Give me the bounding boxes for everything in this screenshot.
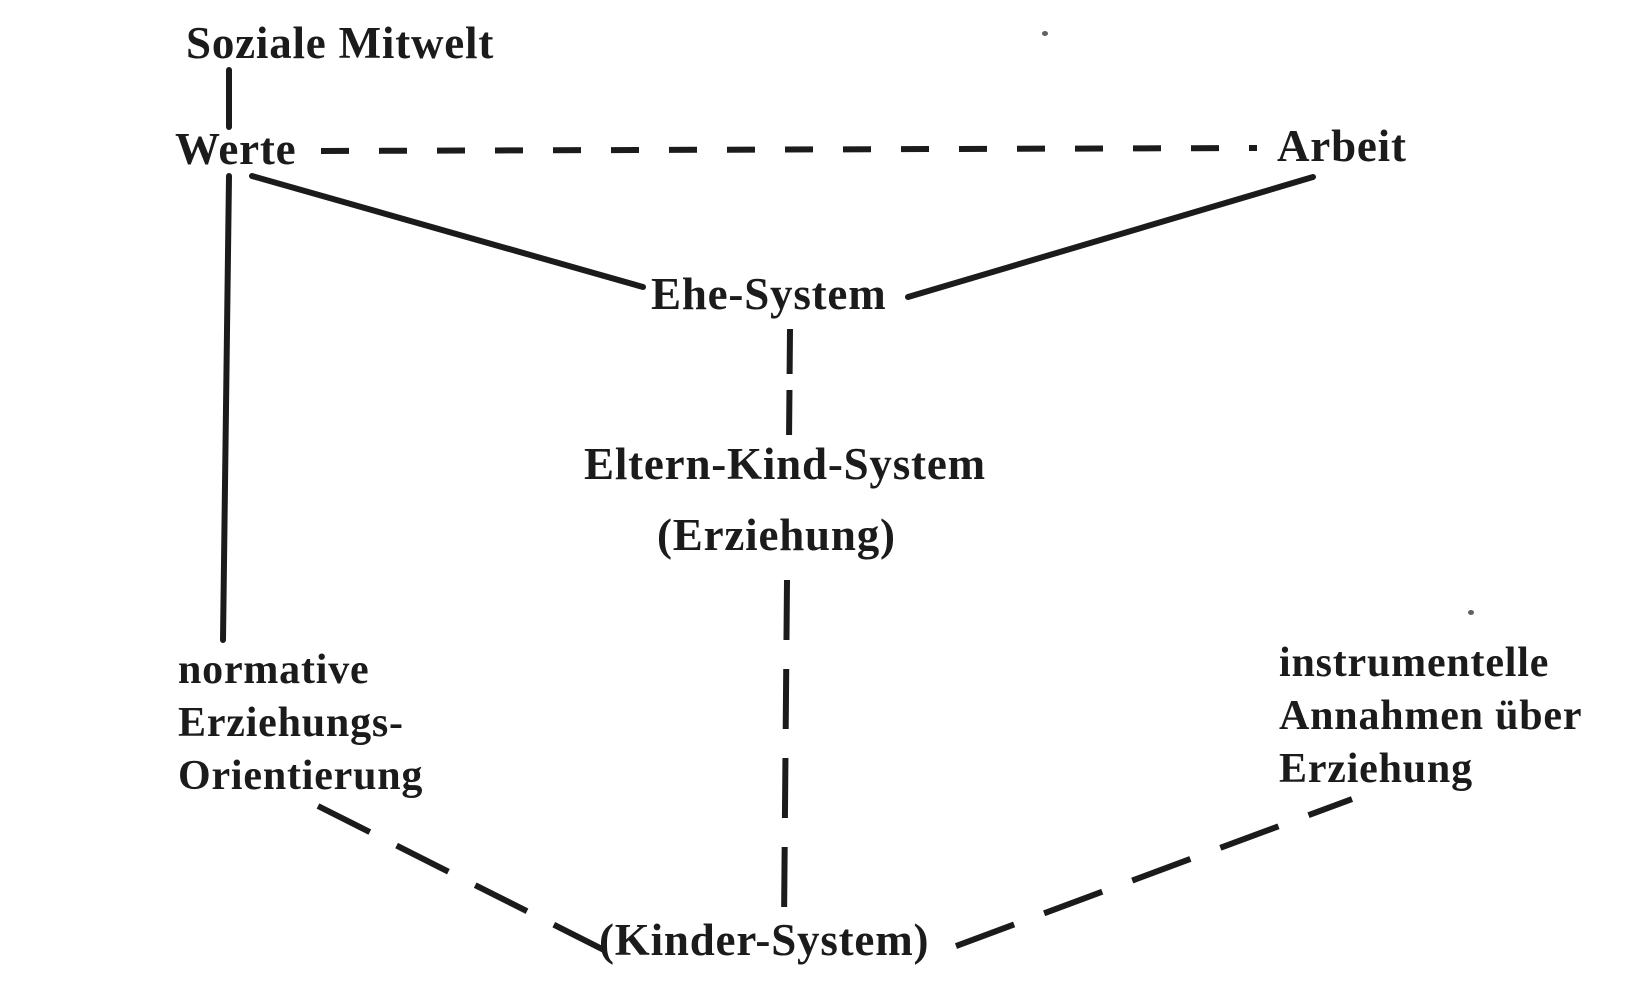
node-eltern-kind-system: Eltern-Kind-System [584, 439, 986, 489]
instrumentelle-line-3: Erziehung [1279, 746, 1473, 792]
connector-werte-arbeit [320, 145, 1258, 154]
connector-arbeit-ehe-system [905, 174, 1316, 300]
normative-line-1: normative [178, 647, 370, 693]
node-soziale-mitwelt: Soziale Mitwelt [186, 18, 495, 68]
normative-line-2: Erziehungs- [178, 700, 404, 746]
node-ehe-system: Ehe-System [651, 269, 887, 319]
node-werte: Werte [175, 124, 297, 174]
connector-werte-ehe-system [249, 173, 646, 290]
connector-werte-normative [220, 173, 232, 643]
node-arbeit: Arbeit [1277, 121, 1407, 171]
connector-normative-kinder-system [316, 803, 610, 955]
node-normative-erziehungs-orientierung: normative Erziehungs- Orientierung [178, 644, 423, 803]
node-erziehung: (Erziehung) [657, 510, 896, 560]
scan-speck [1468, 610, 1474, 615]
instrumentelle-line-2: Annahmen über [1279, 693, 1583, 739]
connector-ehe-system-eltern-kind-system [786, 328, 793, 443]
node-instrumentelle-annahmen: instrumentelle Annahmen über Erziehung [1279, 637, 1582, 796]
connector-erziehung-kinder-system [781, 579, 790, 925]
connector-instrumentelle-kinder-system [954, 796, 1354, 949]
scan-speck [1042, 31, 1048, 36]
normative-line-3: Orientierung [178, 753, 424, 799]
instrumentelle-line-1: instrumentelle [1279, 640, 1550, 686]
node-kinder-system: (Kinder-System) [599, 915, 930, 965]
